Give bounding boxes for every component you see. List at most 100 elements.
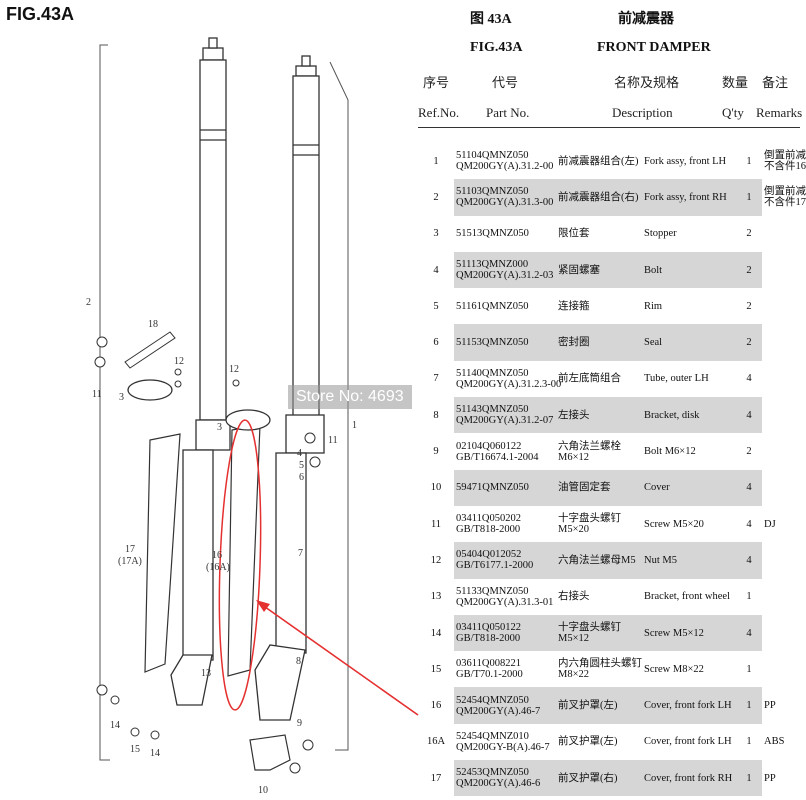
ref-cell: 11: [418, 506, 454, 542]
part-number-cell: 51161QMNZ050: [454, 288, 556, 324]
part-number-text: GB/T16674.1-2004: [456, 451, 539, 463]
highlight-arrowhead: [256, 600, 270, 612]
remarks-cell: [762, 397, 806, 433]
chinese-name-text: 前左底筒组合: [558, 373, 621, 385]
quantity-cell: 4: [736, 361, 762, 397]
description-cell: Bracket, front wheel: [642, 579, 736, 615]
part-number-text: QM200GY(A).31.3-01: [456, 596, 554, 608]
en-figure-label: FIG.43A: [470, 40, 523, 55]
clamp-3-left: [127, 379, 173, 401]
description-text: Cover, front fork LH: [644, 736, 732, 748]
callout-3-left: 3: [119, 392, 124, 403]
quantity-cell: 1: [736, 651, 762, 687]
highlight-arrow: [257, 601, 419, 716]
ref-cell: 15: [418, 651, 454, 687]
part-number-text: 59471QMNZ050: [456, 482, 529, 494]
remarks-cell: [762, 252, 806, 288]
callout-17: 17: [125, 544, 135, 555]
callout-5: 5: [299, 460, 304, 471]
col-remarks-cn: 备注: [762, 75, 789, 90]
chinese-name-cell: 前叉护罩(左): [556, 687, 642, 724]
remarks-text: ABS: [764, 736, 785, 748]
part-number-text: 52454QMNZ050: [456, 694, 529, 706]
col-qty-en: Q'ty: [722, 105, 744, 120]
ref-text: 3: [433, 228, 439, 240]
description-cell: Rim: [642, 288, 736, 324]
col-remarks-en: Remarks: [756, 105, 803, 120]
chinese-name-text: 前减震器组合(左): [558, 155, 639, 167]
chinese-name-text: M6×12: [558, 451, 590, 463]
remarks-text: PP: [764, 772, 776, 784]
fork-right: [254, 55, 325, 721]
header-rule: [418, 127, 800, 128]
quantity-cell: 4: [736, 469, 762, 506]
quantity-text: 1: [746, 700, 752, 712]
ref-text: 14: [430, 627, 442, 639]
description-cell: Cover, front fork LH: [642, 724, 736, 760]
quantity-cell: 1: [736, 179, 762, 216]
part-number-text: 51103QMNZ050: [456, 186, 529, 198]
remarks-text: 倒置前减: [764, 150, 806, 162]
remarks-cell: ABS: [762, 724, 806, 760]
part-number-text: QM200GY(A).46-6: [456, 778, 541, 790]
ref-cell: 8: [418, 397, 454, 433]
chinese-name-text: 右接头: [558, 591, 590, 603]
ref-text: 13: [430, 591, 442, 603]
ref-text: 7: [433, 373, 439, 385]
remarks-cell: [762, 288, 806, 324]
chinese-name-text: 内六角圆柱头螺钉: [558, 658, 642, 670]
remarks-cell: [762, 216, 806, 252]
remarks-cell: [762, 324, 806, 360]
part-number-text: 51161QMNZ050: [456, 300, 529, 312]
remarks-cell: [762, 470, 806, 506]
callout-7: 7: [298, 548, 303, 559]
quantity-cell: 2: [736, 251, 762, 289]
description-text: Fork assy, front LH: [644, 155, 727, 167]
chinese-name-cell: 前叉护罩(右): [556, 760, 642, 797]
quantity-cell: 4: [736, 542, 762, 579]
description-cell: Screw M5×12: [642, 614, 736, 652]
part-number-text: GB/T6177.1-2000: [456, 560, 534, 572]
chinese-name-text: M8×22: [558, 669, 590, 681]
part-number-cell: 59471QMNZ050: [454, 469, 556, 506]
quantity-text: 1: [746, 191, 752, 203]
part-number-text: 03411Q050202: [456, 513, 521, 525]
quantity-text: 4: [746, 627, 752, 639]
chinese-name-text: 油管固定套: [558, 482, 611, 494]
description-text: Screw M5×20: [644, 518, 704, 530]
part-number-text: 51133QMNZ050: [456, 585, 529, 597]
bracket-2: [99, 44, 110, 761]
description-text: Screw M8×22: [644, 663, 704, 675]
part-number-text: 52454QMNZ010: [456, 730, 529, 742]
quantity-text: 4: [746, 554, 752, 566]
chinese-name-text: 密封圈: [558, 337, 590, 349]
col-part-cn: 代号: [492, 75, 519, 90]
cover-17: [144, 433, 181, 673]
part-number-text: 51153QMNZ050: [456, 337, 529, 349]
ref-text: 9: [433, 446, 439, 458]
description-text: Bolt: [644, 264, 663, 276]
part-number-text: 51143QMNZ050: [456, 404, 529, 416]
remarks-cell: [762, 433, 806, 469]
chinese-name-text: 十字盘头螺钉: [558, 513, 621, 525]
chinese-name-cell: 前左底筒组合: [556, 361, 642, 397]
ref-text: 4: [433, 264, 439, 276]
part-number-text: QM200GY(A).46-7: [456, 705, 541, 717]
chinese-name-cell: 右接头: [556, 579, 642, 615]
description-text: Nut M5: [644, 554, 677, 566]
description-cell: Screw M8×22: [642, 651, 736, 687]
callout-4: 4: [297, 448, 302, 459]
description-cell: Stopper: [642, 216, 736, 252]
ref-cell: 4: [418, 252, 454, 288]
chinese-name-cell: 左接头: [556, 397, 642, 434]
